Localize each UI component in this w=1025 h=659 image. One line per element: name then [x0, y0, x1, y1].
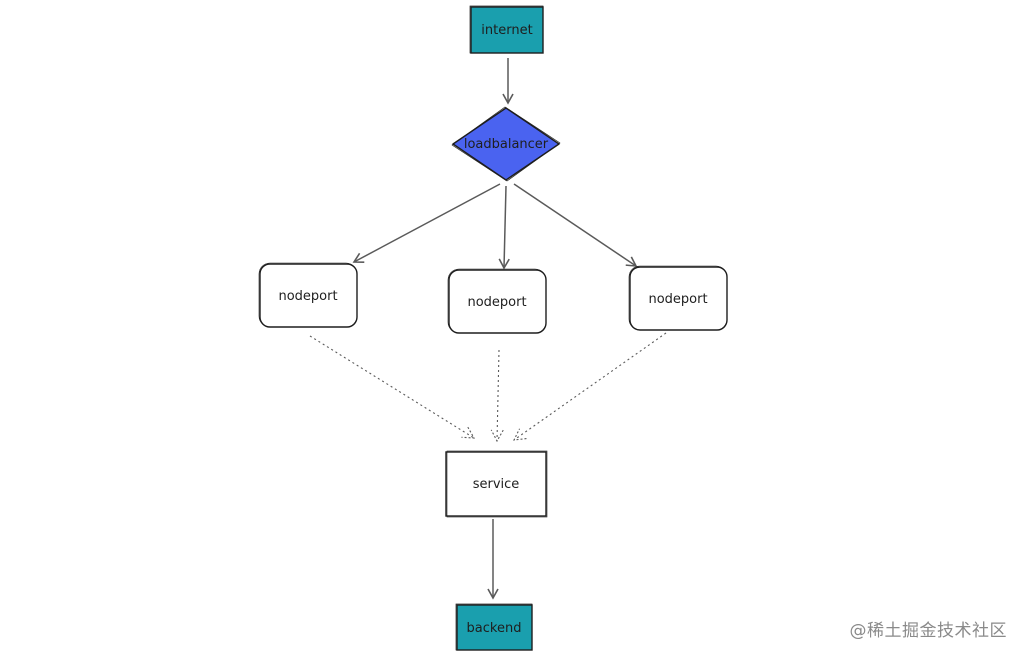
- edge-loadbalancer-to-nodeport-left: [352, 183, 501, 263]
- edge-nodeport-left-to-service: [309, 335, 475, 439]
- nodeport-left-label: nodeport: [278, 289, 337, 304]
- service-node: service: [445, 450, 548, 518]
- nodeport-right-node: nodeport: [628, 265, 728, 331]
- loadbalancer-label: loadbalancer: [464, 137, 549, 152]
- watermark-text: @稀土掘金技术社区: [849, 621, 1007, 641]
- backend-label: backend: [467, 621, 522, 636]
- internet-node: internet: [469, 5, 544, 54]
- edge-loadbalancer-to-nodeport-middle: [498, 185, 510, 270]
- service-label: service: [473, 477, 520, 492]
- loadbalancer-node: loadbalancer: [451, 106, 561, 182]
- nodeport-right-label: nodeport: [648, 292, 707, 307]
- edge-loadbalancer-to-nodeport-right: [513, 183, 638, 267]
- internet-label: internet: [481, 23, 532, 38]
- nodeport-left-node: nodeport: [258, 262, 358, 328]
- edge-nodeport-right-to-service: [513, 332, 667, 441]
- nodeport-middle-node: nodeport: [447, 268, 547, 334]
- edge-nodeport-middle-to-service: [490, 349, 504, 443]
- edges: [309, 58, 667, 600]
- nodeport-middle-label: nodeport: [467, 295, 526, 310]
- backend-node: backend: [455, 603, 533, 651]
